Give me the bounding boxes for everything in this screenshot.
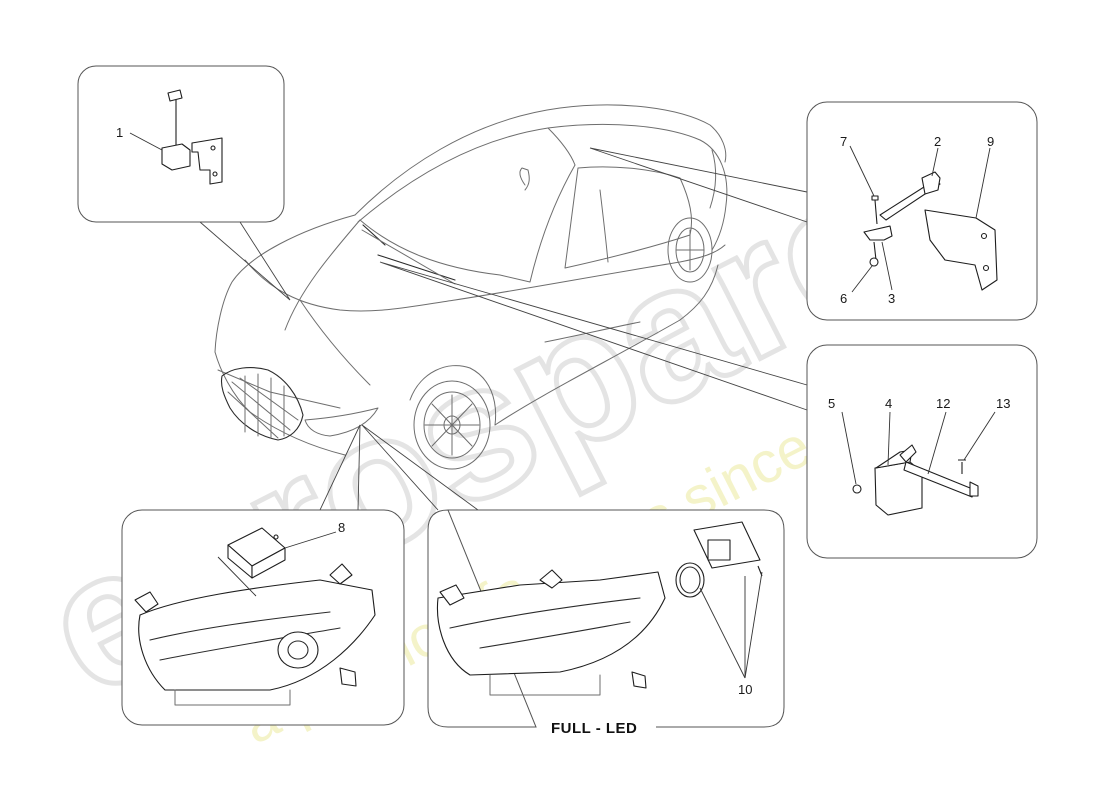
callout-height-sensor-rear: 1 (77, 65, 291, 301)
label-9: 9 (987, 134, 994, 149)
label-8: 8 (338, 520, 345, 535)
label-4: 4 (885, 396, 892, 411)
callout-box (806, 344, 1038, 559)
label-2: 2 (934, 134, 941, 149)
height-sensor-part (161, 89, 223, 185)
callout-headlight-standard: 8 (121, 424, 405, 726)
label-12: 12 (936, 396, 950, 411)
callout-height-sensor-front: 7 2 9 6 3 (589, 101, 1038, 321)
callout-pointer (361, 424, 479, 511)
car-illustration (214, 104, 728, 470)
control-unit-parts (852, 444, 979, 516)
full-led-caption: FULL - LED (551, 720, 637, 737)
label-13: 13 (996, 396, 1010, 411)
label-5: 5 (828, 396, 835, 411)
callout-headlight-full-led: 10 FULL - LED (361, 424, 785, 737)
callout-pointer (589, 147, 808, 223)
callout-pointer (379, 261, 808, 411)
callout-control-unit: 5 4 12 13 (379, 261, 1038, 559)
label-10: 10 (738, 682, 752, 697)
callout-pointer (319, 424, 361, 511)
headlight-standard-part (134, 527, 376, 706)
label-1: 1 (116, 125, 123, 140)
callout-pointer (199, 221, 291, 301)
headlight-full-led-part (436, 521, 763, 696)
label-7: 7 (840, 134, 847, 149)
label-3: 3 (888, 291, 895, 306)
label-6: 6 (840, 291, 847, 306)
front-sensor-parts (863, 171, 998, 291)
